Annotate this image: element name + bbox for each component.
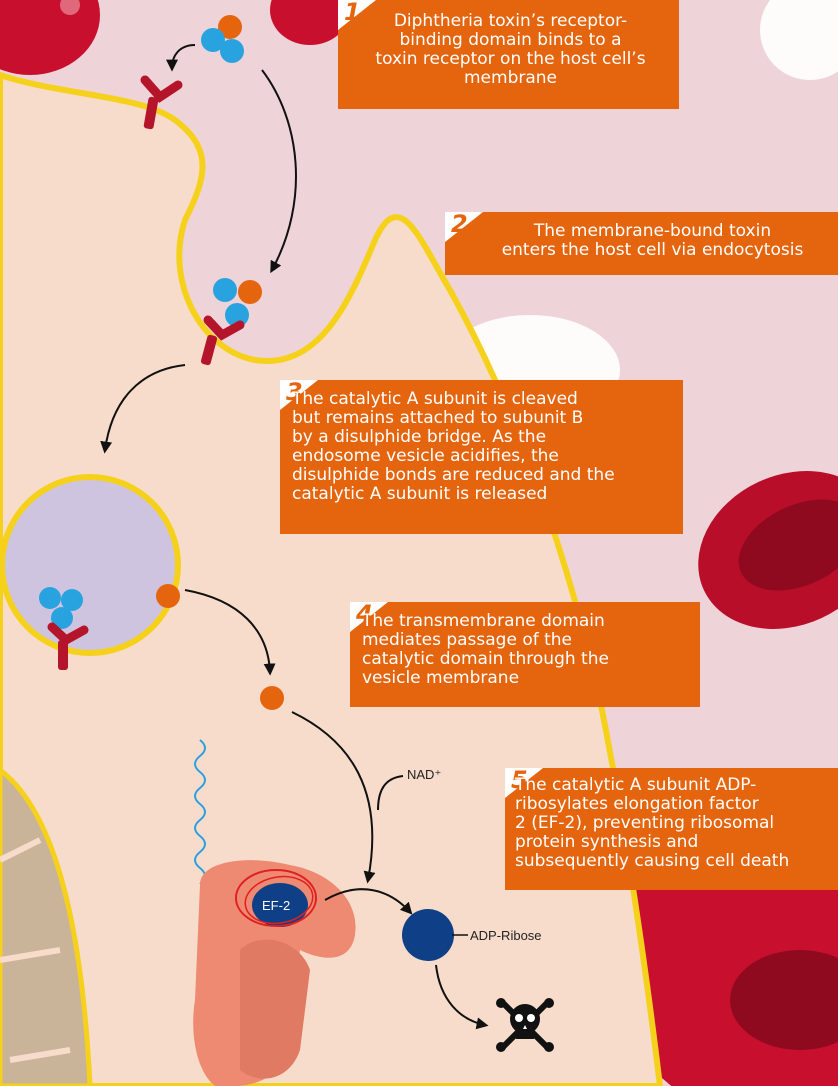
step-2-number: 2 [451,210,468,238]
red-blood-cell-top-left [0,0,100,75]
arrow-toxin-to-receptor [166,44,196,72]
mrna-strand [194,739,206,885]
nad-label: NAD⁺ [407,767,442,782]
step-3-text: The catalytic A subunit is cleaved but r… [292,389,615,504]
step-5-box: 5 The catalytic A subunit ADP- ribosylat… [505,766,838,890]
arrow-to-ef2 [291,711,376,884]
step-1-box: 1 Diphtheria toxin’s receptor- binding d… [338,0,679,109]
arrow-to-vesicle [100,364,186,454]
adp-ribose-label: ADP-Ribose [470,928,542,943]
step-4-number: 4 [356,600,373,628]
nucleus-edge [0,766,93,1086]
red-blood-cell-right [698,471,838,629]
arrow-ef2-to-adp [324,888,413,915]
ef2-label: EF-2 [262,898,291,913]
arrow-nad-input [377,775,404,811]
white-blood-cell-top-right [760,0,838,80]
ef2-highlight-circle [235,869,317,927]
catalytic-subunit-cytosol [260,686,284,710]
step-4-box: 4 The transmembrane domain mediates pass… [350,600,700,707]
arrow-catalytic-to-cytosol [184,589,276,676]
step-5-number: 5 [511,766,528,794]
adp-ribose-ef2 [402,909,454,961]
ef2-highlight-circle-inner [244,875,314,925]
toxin-in-vesicle [39,587,89,670]
endosome-vesicle [0,474,181,656]
ef2-protein [252,883,308,927]
step-3-box: 3 The catalytic A subunit is cleaved but… [280,378,683,534]
step-1-number: 1 [344,0,361,26]
step-4-text: The transmembrane domain mediates passag… [362,611,609,688]
host-cell-membrane [0,71,664,1086]
arrow-to-cell-death [435,964,489,1030]
catalytic-subunit-released [156,584,180,608]
toxin-free [201,15,244,63]
ribosome [193,860,356,1086]
receptor-surface [140,75,183,130]
skull-crossbones-icon [496,998,554,1052]
step-3-number: 3 [286,378,303,406]
receptor-endocytosed [200,315,245,366]
step-1-text: Diphtheria toxin’s receptor- binding dom… [375,11,646,88]
arrow-to-endocytosis [261,69,297,274]
step-2-box: 2 The membrane-bound toxin enters the ho… [445,210,838,275]
step-2-text: The membrane-bound toxin enters the host… [501,221,804,260]
step-5-text: The catalytic A subunit ADP- ribosylates… [515,775,790,871]
red-blood-cell-top-center [270,0,350,45]
toxin-bound [213,278,262,327]
